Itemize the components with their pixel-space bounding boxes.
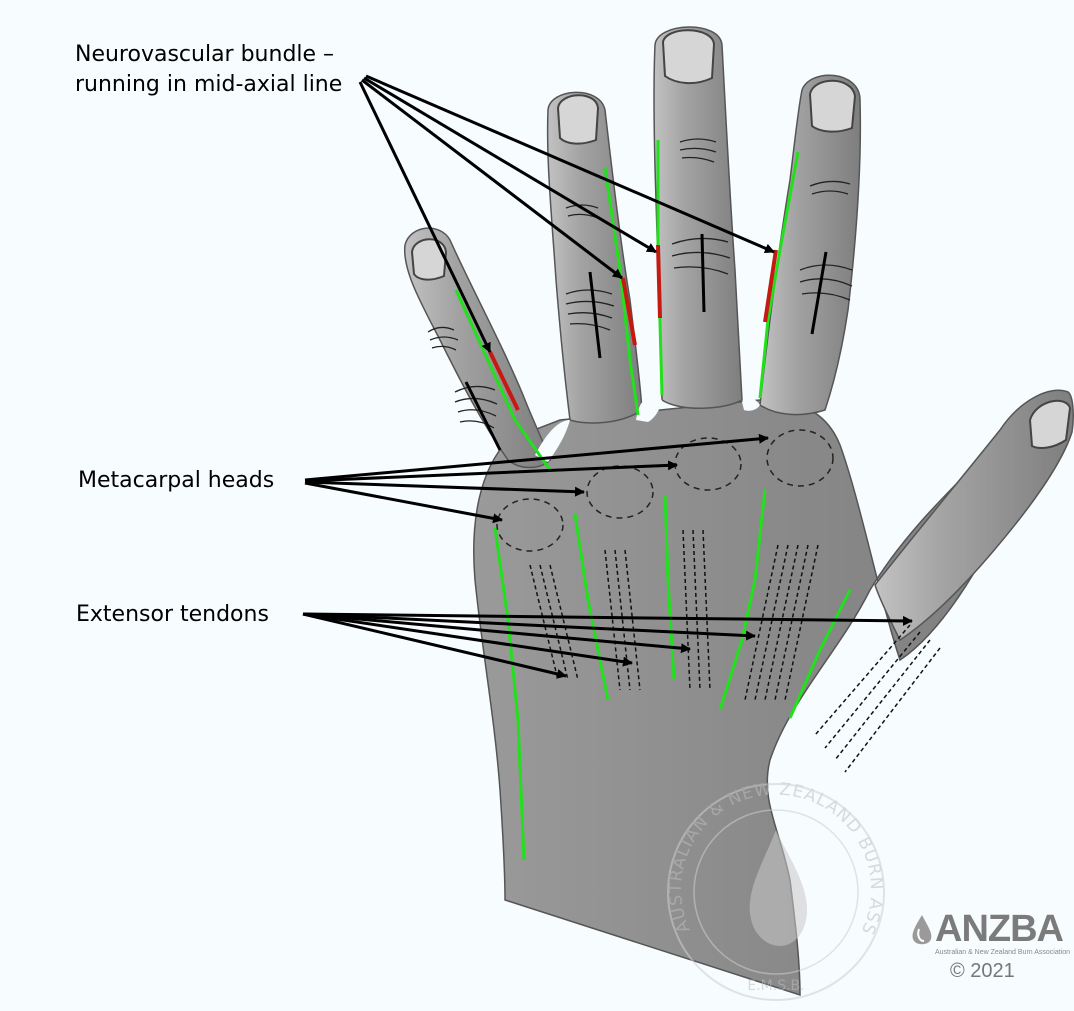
hand-silhouette — [405, 27, 1073, 995]
nail-little — [412, 239, 446, 279]
logo-subtitle: Australian & New Zealand Burn Associatio… — [935, 949, 1070, 956]
copyright-text: © 2021 — [950, 960, 1015, 983]
neurovascular-bundle-label: Neurovascular bundle – running in mid-ax… — [75, 40, 342, 100]
neurovascular-label-line1: Neurovascular bundle – — [75, 40, 342, 70]
metacarpal-heads-label: Metacarpal heads — [78, 466, 274, 496]
extensor-tendons-label: Extensor tendons — [76, 600, 269, 630]
neurovascular-label-line2: running in mid-axial line — [75, 70, 342, 100]
watermark-initials: E.M.S.B. — [747, 978, 804, 994]
nail-index — [810, 81, 855, 132]
drop-icon — [911, 915, 933, 947]
nail-ring — [558, 95, 598, 143]
nail-middle — [663, 30, 714, 83]
anzba-logo: ANZBA Australian & New Zealand Burn Asso… — [905, 908, 1055, 978]
logo-wordmark: ANZBA — [935, 908, 1063, 951]
